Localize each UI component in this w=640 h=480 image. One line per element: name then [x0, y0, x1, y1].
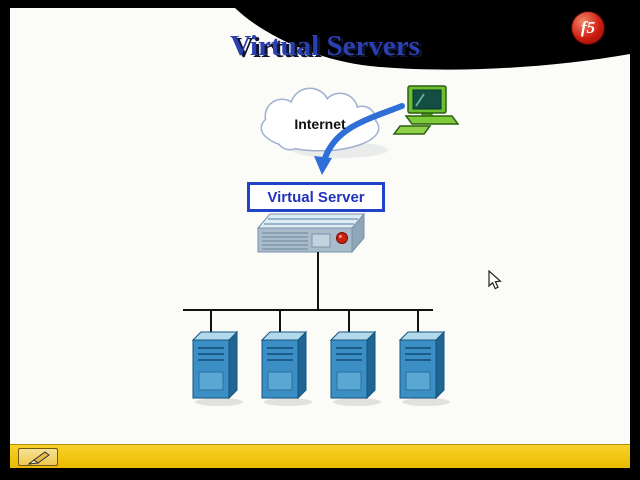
workstation-icon [392, 85, 460, 135]
virtual-server-box: Virtual Server [247, 182, 385, 212]
slide[interactable]: Virtual Servers f5 Internet Virtual Serv… [10, 8, 630, 444]
diagram [183, 8, 630, 407]
server-farm [192, 331, 451, 407]
f5-logo-text: f5 [580, 18, 596, 37]
mouse-cursor-icon [488, 270, 502, 290]
bigip-appliance-icon [256, 212, 366, 254]
server-tower [261, 331, 313, 407]
virtual-server-label: Virtual Server [267, 188, 365, 206]
network-connector-lines [183, 252, 433, 338]
traffic-flow-arrow-icon [314, 103, 405, 175]
pencil-icon [27, 451, 50, 465]
f5-logo-icon: f5 [572, 12, 604, 44]
pen-tool-button[interactable] [18, 448, 58, 466]
server-tower [192, 331, 244, 407]
top-swoosh-decoration [235, 8, 630, 70]
server-tower [330, 331, 382, 407]
slide-title: Virtual Servers [230, 30, 420, 62]
internet-label: Internet [294, 116, 346, 132]
server-tower [399, 331, 451, 407]
presenter-toolbar [10, 444, 630, 468]
internet-cloud-icon [260, 87, 388, 158]
